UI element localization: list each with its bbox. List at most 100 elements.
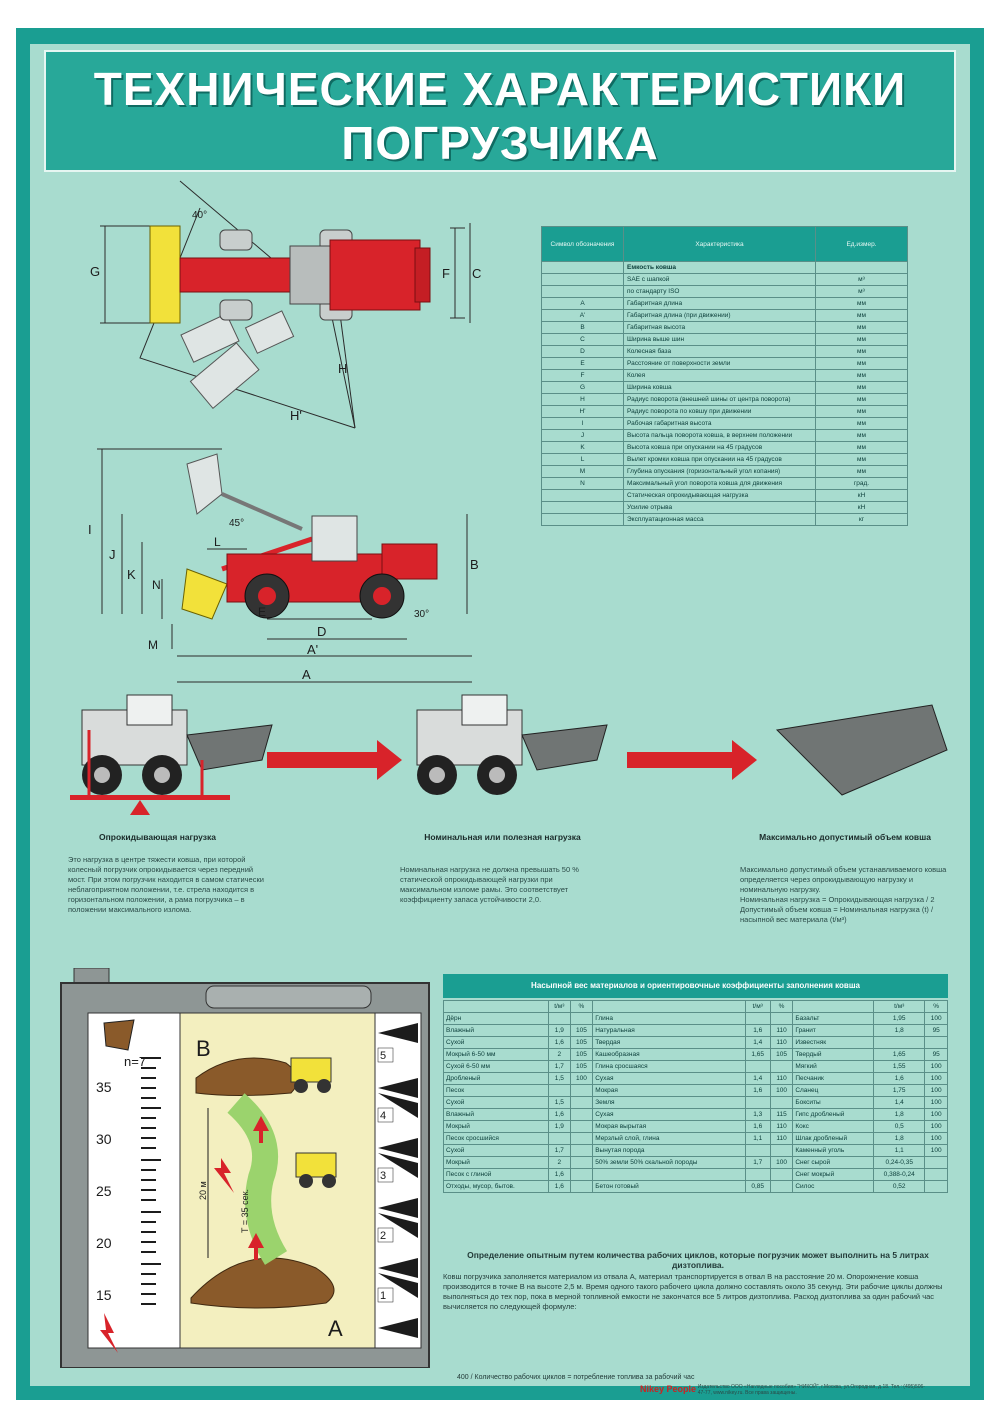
cycle-mark-4: 4: [380, 1110, 386, 1122]
materials-cell: Твердый: [792, 1048, 875, 1061]
materials-cell: Каменный уголь: [792, 1144, 875, 1157]
spec-cell-unit: кН: [815, 489, 908, 502]
materials-cell: [569, 1012, 594, 1025]
materials-cell: Мокрая вырытая: [592, 1120, 746, 1133]
materials-cell: 100: [569, 1072, 594, 1085]
materials-cell: 0,388-0,24: [873, 1168, 926, 1181]
materials-cell: 1,4: [873, 1096, 926, 1109]
materials-cell: 1,7: [744, 1156, 771, 1169]
materials-cell: Снег мокрый: [792, 1168, 875, 1181]
materials-cell: Кашеобразная: [592, 1048, 746, 1061]
materials-cell: 1,6: [547, 1180, 571, 1193]
materials-cell: Глина сросшаяся: [592, 1060, 746, 1073]
distance-label: 20 м: [198, 1181, 208, 1200]
spec-cell-sym: [541, 513, 624, 526]
loader-side-view-diagram: I J K N M L 45° A A' D E B 30°: [88, 448, 479, 683]
fuel-can-diagram: n=7 35 30 25 20 15 B A 20 м T = 35 сек. …: [60, 968, 430, 1368]
spec-cell-char: по стандарту ISO: [623, 285, 816, 298]
materials-cell: Мокрый: [443, 1120, 549, 1133]
materials-cell: 1,4: [744, 1072, 771, 1085]
materials-cell: 1,6: [744, 1084, 771, 1097]
label-angle-40: 40°: [192, 210, 207, 221]
materials-cell: Мокрый: [443, 1156, 549, 1169]
label-d: D: [317, 624, 326, 639]
spec-cell-char: Колесная база: [623, 345, 816, 358]
label-angle-30: 30°: [414, 609, 429, 620]
materials-cell: [873, 1036, 926, 1049]
spec-cell-char: Глубина опускания (горизонтальный угол к…: [623, 465, 816, 478]
spec-cell-sym: G: [541, 381, 624, 394]
materials-cell: 105: [569, 1048, 594, 1061]
spec-cell-char: Статическая опрокидывающая нагрузка: [623, 489, 816, 502]
materials-cell: [769, 1168, 794, 1181]
spec-cell-char: Вылет кромки ковша при опускании на 45 г…: [623, 453, 816, 466]
materials-cell: Твердая: [592, 1036, 746, 1049]
text-rated-load: Номинальная нагрузка не должна превышать…: [400, 865, 579, 904]
spec-cell-char: Габаритная длина: [623, 297, 816, 310]
materials-cell: 1,9: [547, 1024, 571, 1037]
materials-cell: 1,7: [547, 1060, 571, 1073]
page-title-line2: ПОГРУЗЧИКА: [341, 117, 659, 169]
materials-cell: [547, 1132, 571, 1145]
materials-cell: 95: [924, 1024, 948, 1037]
spec-cell-unit: [815, 261, 908, 274]
materials-cell: [569, 1180, 594, 1193]
materials-cell: Мягкий: [792, 1060, 875, 1073]
materials-cell: [569, 1096, 594, 1109]
cycle-mark-1: 1: [380, 1290, 386, 1302]
label-a-prime: A': [307, 642, 318, 657]
load-illustrations: [70, 694, 948, 815]
materials-cell: [569, 1084, 594, 1097]
label-k: K: [127, 567, 136, 582]
materials-cell: [569, 1132, 594, 1145]
materials-cell: 100: [924, 1120, 948, 1133]
materials-cell: Бетон готовый: [592, 1180, 746, 1193]
text-max-bucket: Максимально допустимый объем устанавлива…: [740, 865, 947, 924]
pile-a: [190, 1257, 335, 1309]
materials-cell: 105: [569, 1024, 594, 1037]
cycle-body: Ковш погрузчика заполняется материалом и…: [443, 1272, 943, 1311]
arrow-right-1: [267, 740, 402, 780]
label-b: B: [470, 557, 479, 572]
materials-cell: 1,3: [744, 1108, 771, 1121]
materials-header-cell: %: [769, 1000, 794, 1013]
label-angle-45: 45°: [229, 518, 244, 529]
cycle-heading: Определение опытным путем количества раб…: [467, 1250, 929, 1270]
cycle-section: Определение опытным путем количества раб…: [443, 1250, 953, 1312]
materials-cell: Шлак дробленый: [792, 1132, 875, 1145]
materials-cell: 1,1: [744, 1132, 771, 1145]
spec-cell-unit: град.: [815, 477, 908, 490]
spec-cell-unit: мм: [815, 381, 908, 394]
materials-cell: Сланец: [792, 1084, 875, 1097]
spec-cell-unit: мм: [815, 345, 908, 358]
materials-cell: Песчаник: [792, 1072, 875, 1085]
materials-cell: Гранит: [792, 1024, 875, 1037]
label-l: L: [214, 535, 221, 549]
materials-cell: 2: [547, 1156, 571, 1169]
materials-cell: 1,6: [547, 1168, 571, 1181]
materials-cell: 1,6: [744, 1024, 771, 1037]
materials-cell: Натуральная: [592, 1024, 746, 1037]
materials-cell: 100: [924, 1144, 948, 1157]
spec-cell-sym: E: [541, 357, 624, 370]
materials-cell: 100: [924, 1096, 948, 1109]
spec-cell-char: Расстояние от поверхности земли: [623, 357, 816, 370]
materials-cell: 1,95: [873, 1012, 926, 1025]
spec-cell-char: Рабочая габаритная высота: [623, 417, 816, 430]
spec-cell-unit: мм: [815, 369, 908, 382]
label-h: H: [338, 361, 347, 376]
spec-cell-sym: [541, 261, 624, 274]
materials-header-cell: t/м³: [873, 1000, 926, 1013]
materials-cell: Дёрн: [443, 1012, 549, 1025]
